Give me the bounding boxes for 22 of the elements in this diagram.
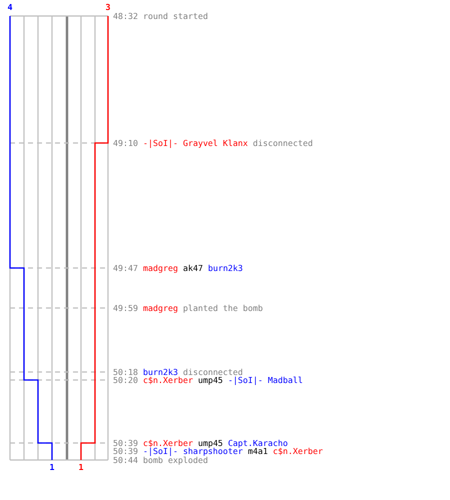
timestamp: 49:59 [113, 304, 138, 312]
timestamp: 50:39 [113, 446, 138, 456]
log-message: round started [143, 12, 208, 20]
count-label: 1 [50, 462, 54, 472]
log-message: c$n.Xerber ump45 Capt.Karacho [143, 438, 288, 448]
timestamp: 50:20 [113, 376, 138, 384]
log-message: bomb exploded [143, 456, 208, 464]
timestamp: 49:47 [113, 264, 138, 272]
count-label: 3 [106, 2, 110, 12]
log-message: madgreg planted the bomb [143, 304, 263, 312]
log-message: -|SoI|- Grayvel Klanx disconnected [143, 138, 313, 148]
log-message: madgreg ak47 burn2k3 [143, 264, 243, 272]
timestamp: 50:44 [113, 456, 138, 464]
timestamp: 50:18 [113, 368, 138, 376]
count-label: 1 [78, 462, 84, 472]
count-label: 4 [8, 2, 12, 12]
log-message: c$n.Xerber ump45 -|SoI|- Madball [143, 376, 303, 384]
timestamp: 48:32 [113, 12, 138, 20]
log-message: burn2k3 disconnected [143, 368, 243, 376]
log-message: -|SoI|- sharpshooter m4a1 c$n.Xerber [143, 446, 323, 456]
timestamp: 49:10 [113, 138, 138, 148]
timestamp: 50:39 [113, 438, 138, 448]
